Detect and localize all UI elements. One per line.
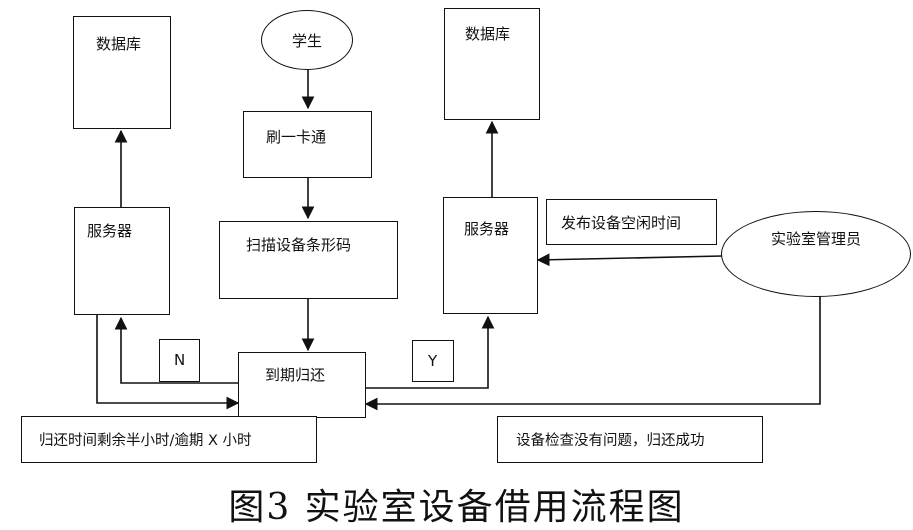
server-left-label: 服务器 xyxy=(87,222,133,240)
scan-barcode-label: 扫描设备条形码 xyxy=(246,236,352,254)
swipe-card-label: 刷一卡通 xyxy=(266,128,327,146)
check-success-label: 设备检查没有问题，归还成功 xyxy=(516,433,705,449)
database-left-label: 数据库 xyxy=(96,35,142,53)
publish-idle-label: 发布设备空闲时间 xyxy=(561,214,682,232)
publish-idle-time: 发布设备空闲时间 xyxy=(546,199,717,245)
due-return-step: 到期归还 xyxy=(238,352,366,418)
lab-admin-node: 实验室管理员 xyxy=(721,211,911,297)
edge-return-to-server-right xyxy=(366,315,495,389)
database-right-label: 数据库 xyxy=(465,25,511,43)
check-success-note: 设备检查没有问题，归还成功 xyxy=(497,416,763,463)
edge-return-to-server-left xyxy=(114,316,238,384)
due-return-label: 到期归还 xyxy=(265,366,326,384)
edge-admin-to-server-right xyxy=(536,253,723,267)
edge-admin-to-return xyxy=(364,296,821,411)
branch-no: N xyxy=(159,339,200,382)
swipe-card-step: 刷一卡通 xyxy=(243,111,372,178)
branch-no-label: N xyxy=(174,351,186,369)
remaining-time-label: 归还时间剩余半小时/逾期 X 小时 xyxy=(39,433,252,449)
lab-admin-label: 实验室管理员 xyxy=(770,229,861,248)
remaining-time-note: 归还时间剩余半小时/逾期 X 小时 xyxy=(21,416,317,463)
server-right: 服务器 xyxy=(443,197,538,314)
server-left: 服务器 xyxy=(74,207,170,315)
server-right-label: 服务器 xyxy=(464,220,510,238)
branch-yes: Y xyxy=(412,340,454,382)
student-label: 学生 xyxy=(291,31,322,50)
student-node: 学生 xyxy=(261,10,353,70)
database-left: 数据库 xyxy=(73,16,171,129)
edge-server-left-to-return xyxy=(96,315,240,410)
scan-barcode-step: 扫描设备条形码 xyxy=(219,221,398,299)
database-right: 数据库 xyxy=(444,8,540,120)
branch-yes-label: Y xyxy=(428,352,438,370)
figure-caption: 图3 实验室设备借用流程图 xyxy=(228,487,685,528)
